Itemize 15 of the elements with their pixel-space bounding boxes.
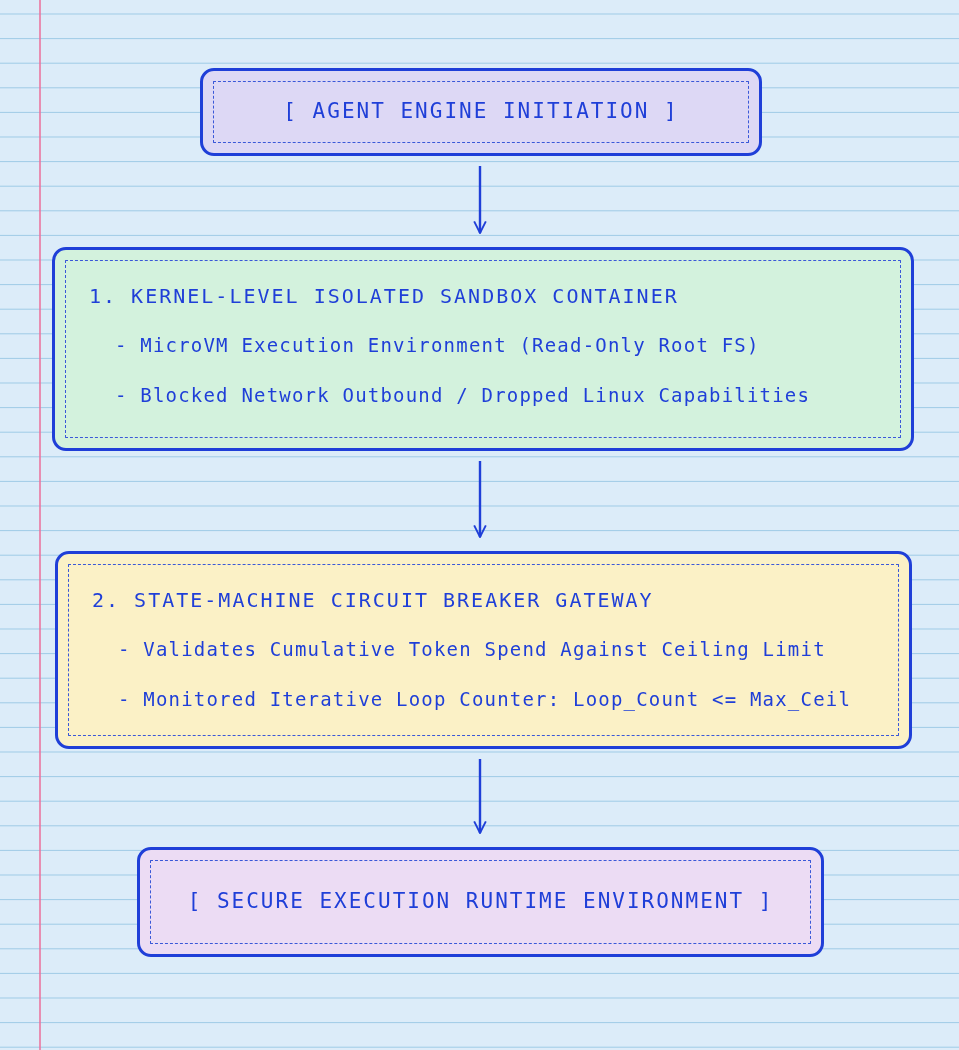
stage-heading: 1. KERNEL-LEVEL ISOLATED SANDBOX CONTAINER xyxy=(89,284,679,308)
process-box xyxy=(55,551,912,749)
terminal-label: [ SECURE EXECUTION RUNTIME ENVIRONMENT ] xyxy=(186,889,775,913)
stage-heading: 2. STATE-MACHINE CIRCUIT BREAKER GATEWAY xyxy=(92,588,654,612)
terminal-box xyxy=(200,68,762,156)
bullet-text: - Blocked Network Outbound / Dropped Linux Capabilities xyxy=(115,384,811,406)
arrow xyxy=(473,759,487,834)
terminal-box xyxy=(137,847,824,957)
bullet-text: - MicroVM Execution Environment (Read-Only Root FS) xyxy=(115,334,760,356)
arrow xyxy=(473,461,487,538)
bullet-text: - Validates Cumulative Token Spend Against Ceiling Limit xyxy=(118,638,826,660)
arrow xyxy=(473,166,487,234)
terminal-label: [ AGENT ENGINE INITIATION ] xyxy=(282,99,680,123)
process-box xyxy=(52,247,914,451)
bullet-text: - Monitored Iterative Loop Counter: Loop_Count <= Max_Ceil xyxy=(118,688,852,710)
